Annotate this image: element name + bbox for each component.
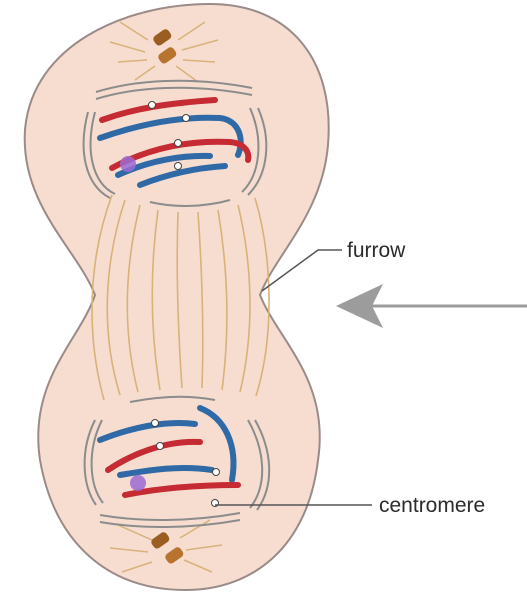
centromere-dot [175,163,182,170]
arrow-left-icon [336,284,527,328]
dividing-cell [25,4,329,590]
centromere-dot [183,115,190,122]
centromere-dot [213,469,220,476]
centromere-dot [152,420,159,427]
centromere-dot [157,443,164,450]
furrow-label: furrow [347,239,406,262]
kinetochore-purple [120,156,136,172]
centromere-dot [175,140,182,147]
centromere-label: centromere [379,494,485,517]
kinetochore-purple [130,475,146,491]
centromere-dot [149,102,156,109]
